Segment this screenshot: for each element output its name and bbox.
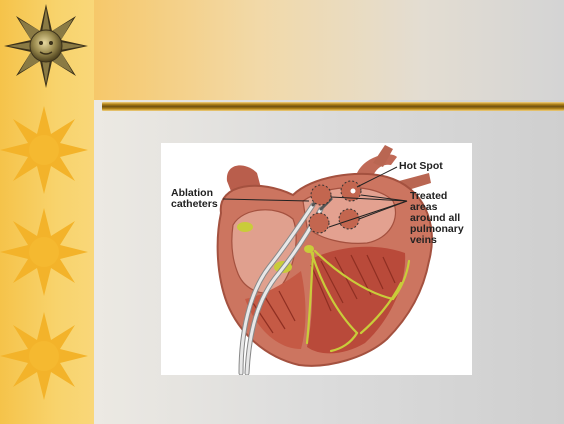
treated-areas-label: Treated areas around all pulmonary veins [410, 191, 464, 246]
bundle-node [304, 245, 314, 253]
sun-icon [0, 208, 88, 296]
title-area [94, 0, 564, 100]
heart-diagram: Ablation catheters Hot Spot Treated area… [161, 143, 472, 375]
hot-spot-label: Hot Spot [399, 161, 443, 172]
sun-icon [0, 312, 88, 400]
ablation-catheters-label: Ablation catheters [171, 188, 218, 210]
decorative-sidebar [0, 0, 94, 424]
hot-spot-marker [351, 189, 356, 194]
title-divider [102, 102, 564, 111]
sa-node [237, 222, 253, 232]
sun-icon [0, 106, 88, 194]
sun-medallion-icon [4, 4, 88, 88]
